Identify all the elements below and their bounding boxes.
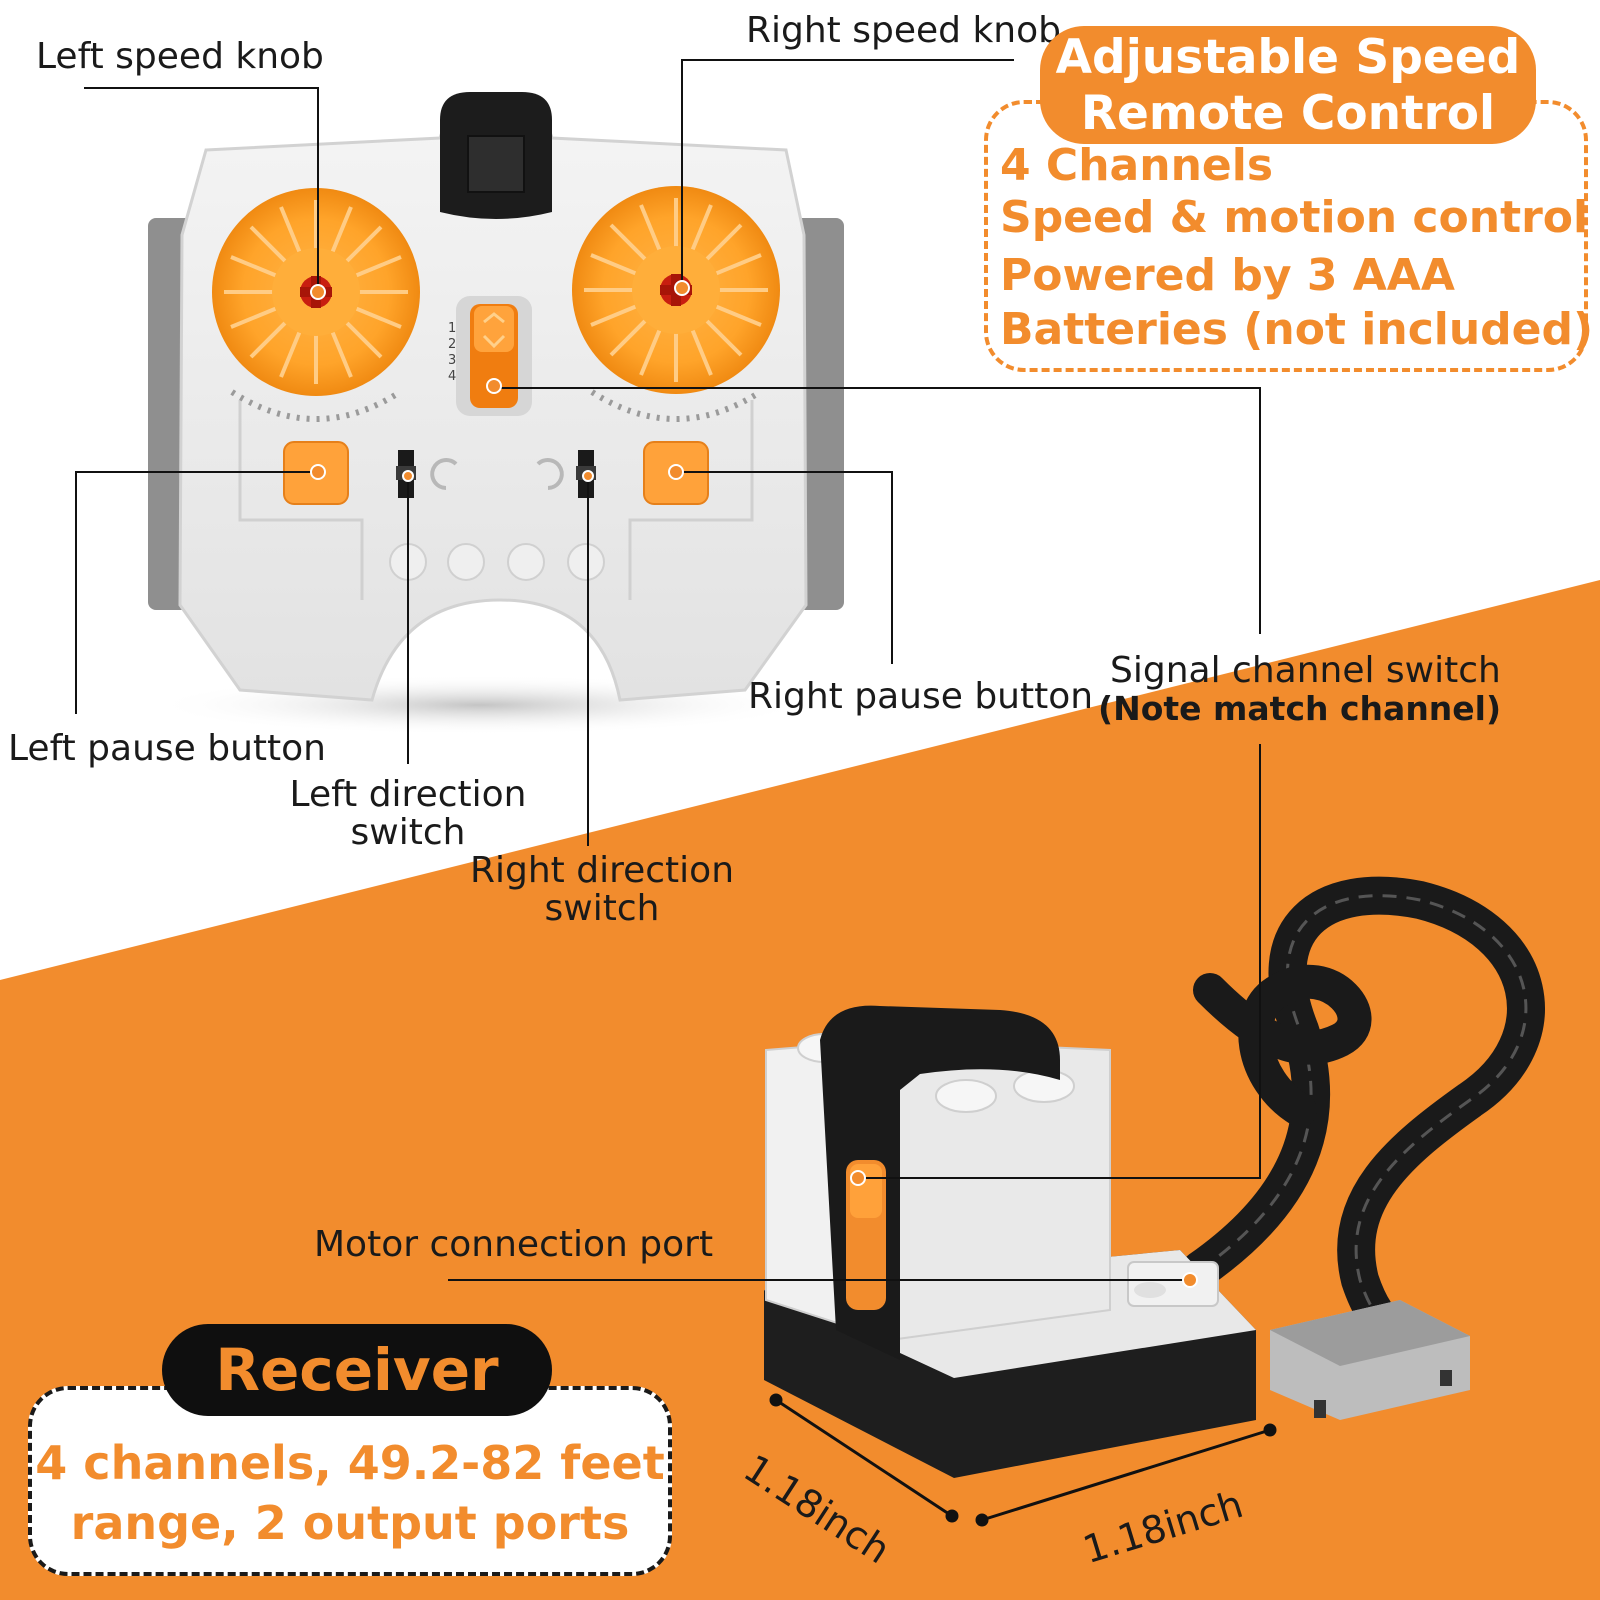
rotate-icon-right: [536, 458, 564, 490]
left-speed-scale: [230, 389, 402, 422]
channel-number-1: 1: [448, 321, 456, 336]
remote-feature-title: Adjustable Speed Remote Control: [1040, 26, 1536, 144]
label-left-direction-line1: Left direction: [289, 774, 527, 815]
remote-feature-title-line2: Remote Control: [1080, 86, 1496, 141]
callout-leader-lines: [75, 59, 1261, 1281]
label-right-direction-switch: Right direction switch: [470, 852, 734, 928]
receiver-front: [889, 1038, 1111, 1342]
label-signal-channel-switch: Signal channel switch: [1110, 650, 1501, 691]
channel-number-labels: 1 2 3 4: [448, 321, 456, 384]
dimension-lines: [769, 1393, 1277, 1527]
channel-number-2: 2: [448, 337, 456, 352]
label-motor-connection-port: Motor connection port: [314, 1224, 714, 1265]
receiver-feature-box: [28, 1386, 672, 1576]
channel-number-4: 4: [448, 369, 456, 384]
channel-switch[interactable]: [470, 304, 518, 408]
cable-ribs: [1199, 894, 1528, 1332]
remote-feature-line: Batteries (not included): [1000, 304, 1594, 355]
receiver-feature-line: range, 2 output ports: [70, 1496, 630, 1550]
remote-feature-line: 4 Channels: [1000, 140, 1274, 191]
leader-left-speed-knob: [84, 87, 319, 290]
remote-control: 1 2 3 4: [148, 92, 844, 702]
label-left-direction-line2: switch: [350, 811, 466, 853]
leader-receiver-channel-switch: [858, 744, 1261, 1179]
rotate-icon-left: [430, 458, 458, 490]
channel-number-3: 3: [448, 353, 456, 368]
label-right-direction-line2: switch: [544, 887, 660, 929]
leader-dots: [310, 280, 1198, 1288]
label-right-speed-knob: Right speed knob: [746, 10, 1061, 51]
label-right-direction-line1: Right direction: [470, 850, 735, 891]
label-left-pause-button: Left pause button: [8, 728, 326, 769]
right-speed-scale: [590, 389, 762, 422]
receiver-plug: [1270, 1300, 1470, 1420]
receiver-feature-title: Receiver: [162, 1324, 552, 1416]
remote-bevel: [238, 400, 754, 600]
leader-right-speed-knob: [681, 59, 1014, 286]
label-left-direction-switch: Left direction switch: [288, 776, 528, 852]
port-stud: [1134, 1282, 1166, 1298]
cable-loop: [1193, 964, 1372, 1127]
receiver-feature-line: 4 channels, 49.2-82 feet: [35, 1436, 665, 1490]
remote-feature-title-line1: Adjustable Speed: [1055, 30, 1521, 85]
leader-signal-channel-switch: [494, 387, 1261, 634]
ir-window: [467, 135, 525, 193]
label-signal-channel-note: (Note match channel): [1098, 689, 1502, 728]
remote-feature-line: Powered by 3 AAA: [1000, 250, 1455, 301]
receiver: [764, 876, 1545, 1478]
remote-feature-line: Speed & motion control: [1000, 192, 1589, 243]
leader-right-pause-button: [676, 471, 893, 664]
label-right-pause-button: Right pause button: [748, 676, 1094, 717]
label-left-speed-knob: Left speed knob: [36, 36, 324, 77]
leader-left-pause-button: [75, 471, 316, 714]
